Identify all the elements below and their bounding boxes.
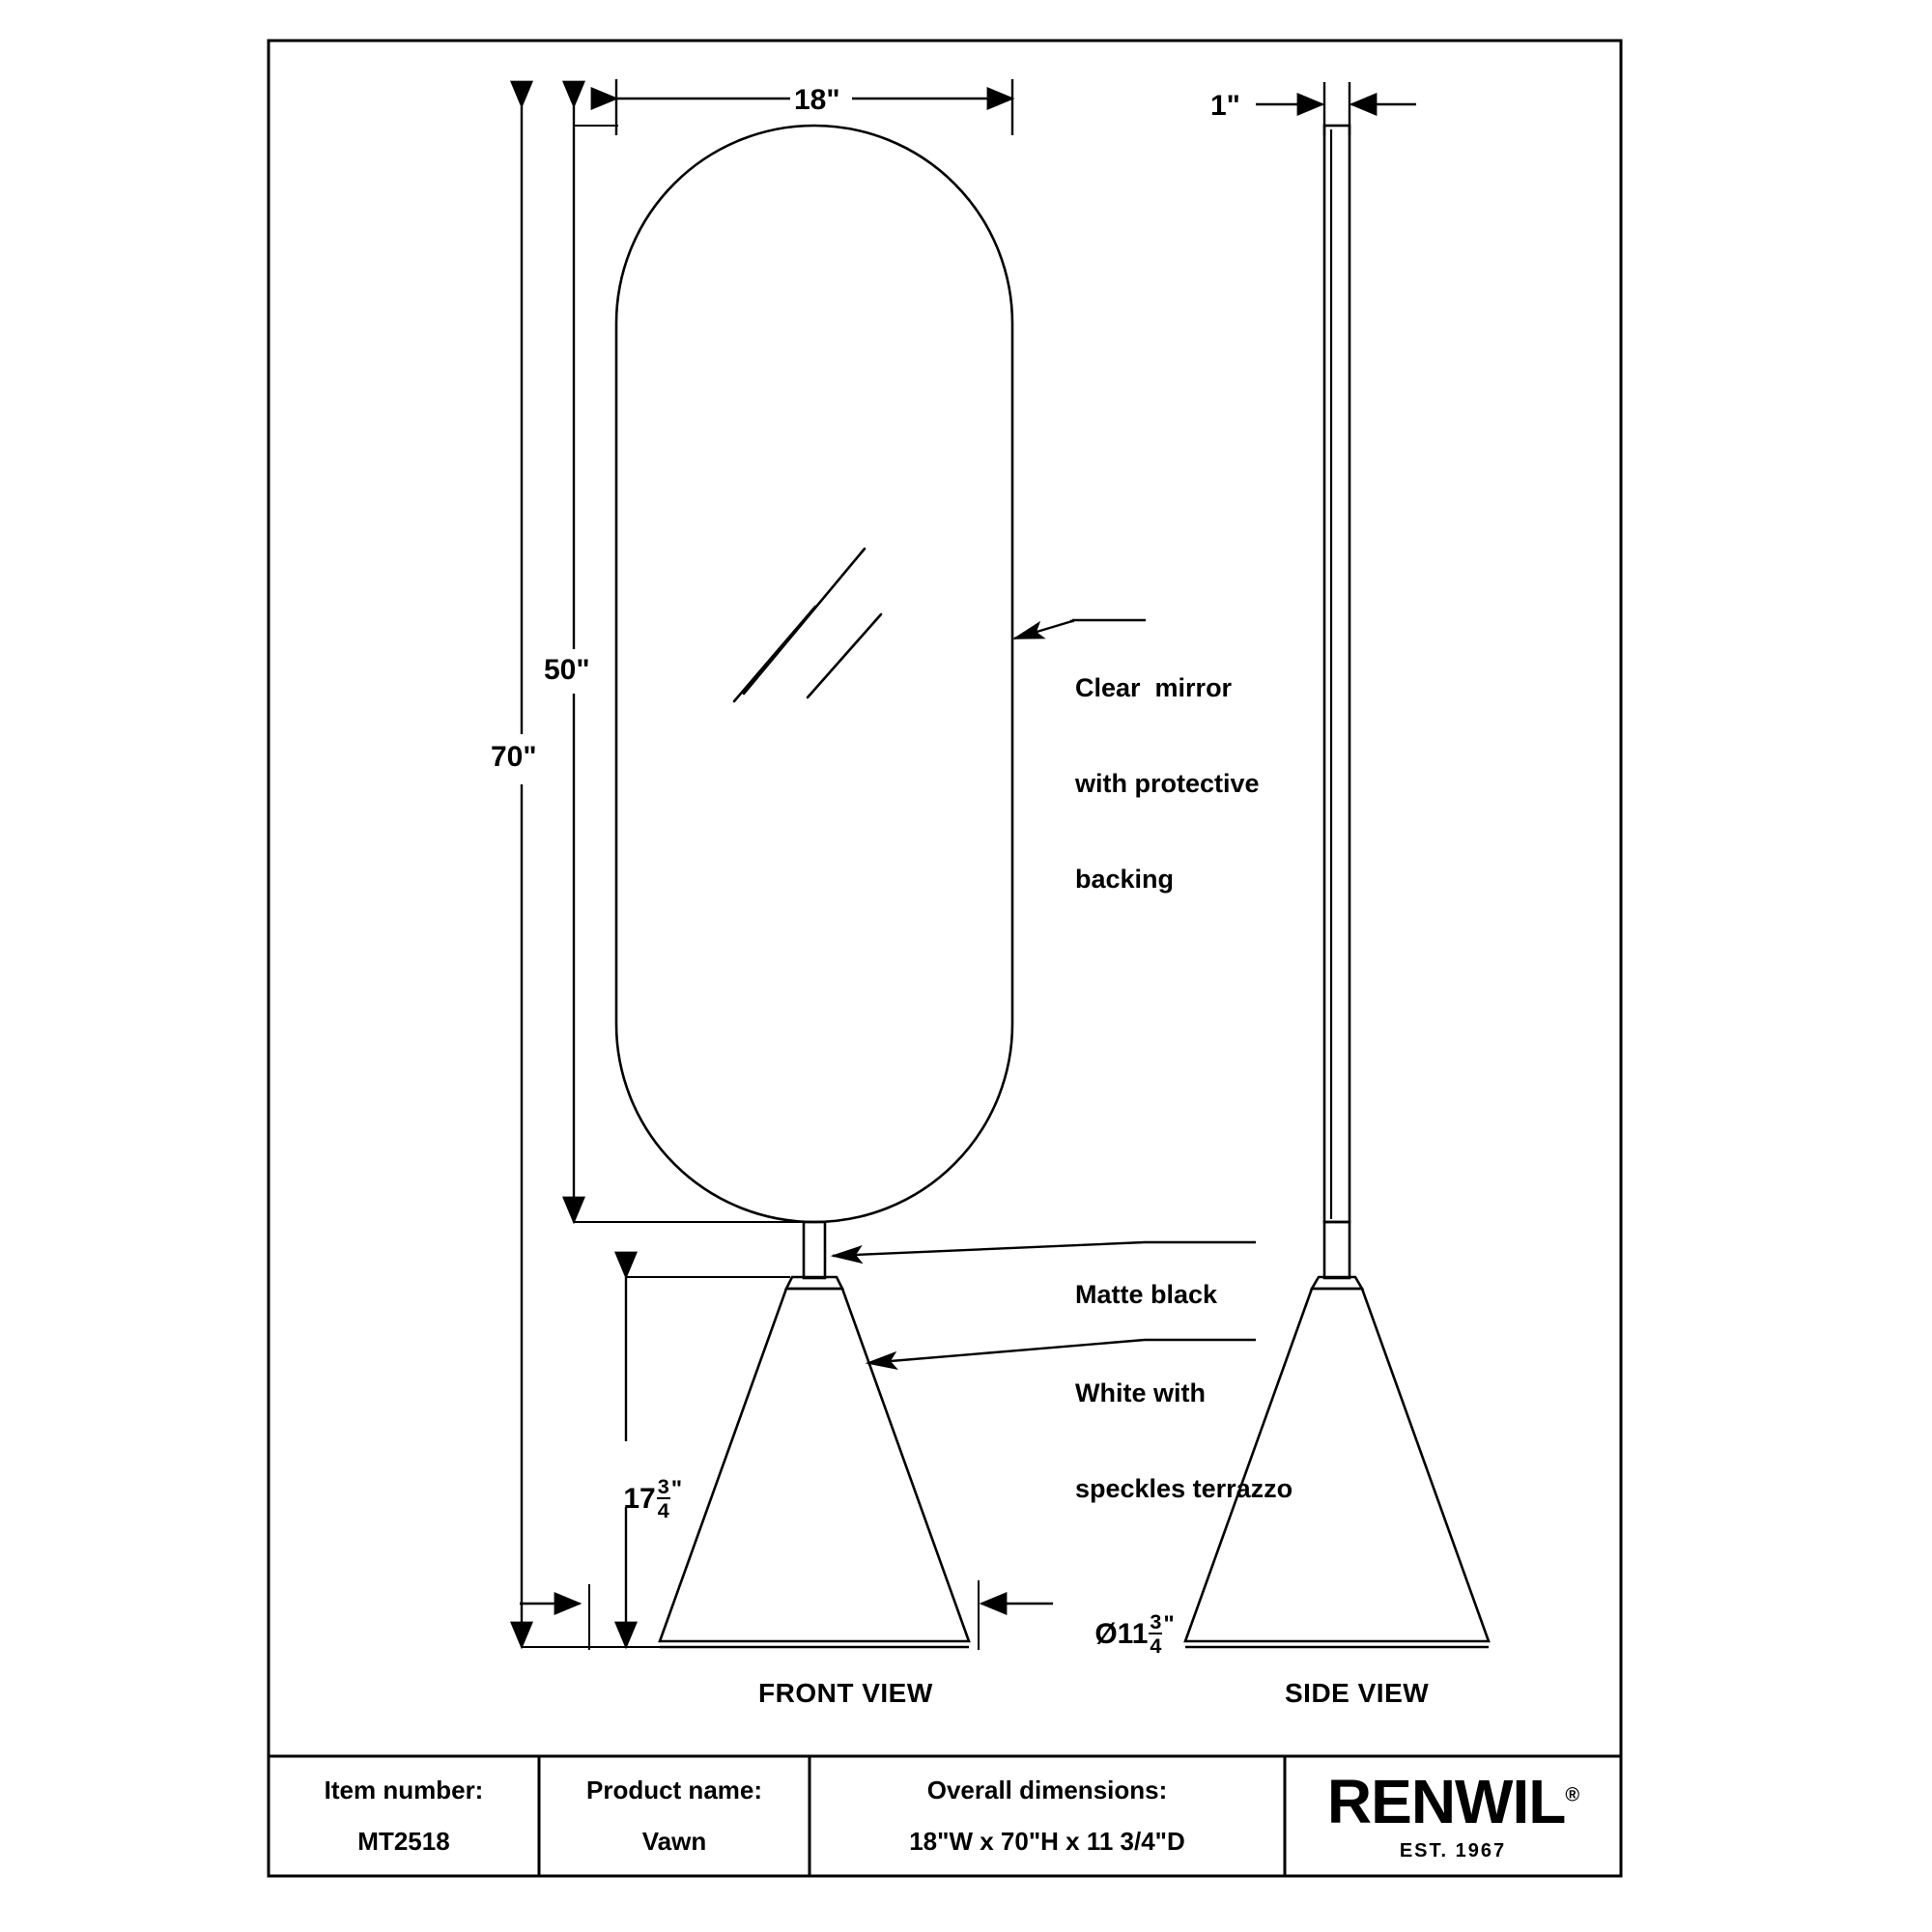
annotation-mirror-line-2: with protective — [1075, 768, 1260, 798]
brand-registered-icon: ® — [1565, 1784, 1579, 1806]
front-view-geometry — [614, 124, 1014, 1649]
overall-dimensions-label: Overall dimensions: — [926, 1776, 1168, 1804]
annotation-mirror-line-3: backing — [1075, 864, 1175, 894]
base-height-fraction: 3 4 — [656, 1473, 670, 1523]
dimension-height-70 — [510, 80, 663, 1650]
product-name-label: Product name: — [585, 1776, 763, 1804]
leader-base-note — [865, 1338, 1256, 1370]
dimension-label-width-18: 18" — [794, 84, 840, 116]
leader-mirror-note-shelf — [1070, 618, 1146, 623]
annotation-post-line-1: Matte black — [1075, 1279, 1218, 1309]
annotation-base-note: White with speckles terrazzo — [1075, 1314, 1293, 1569]
sheet-border — [267, 39, 1623, 1878]
title-block-overall-dimensions: Overall dimensions: 18"W x 70"H x 11 3/4… — [810, 1756, 1285, 1876]
annotation-post-note: Matte black — [1075, 1215, 1217, 1375]
dimension-depth-1 — [1256, 82, 1416, 135]
terrazzo-base — [658, 1287, 971, 1649]
base-height-whole: 17 — [623, 1482, 656, 1515]
annotation-mirror-line-1: Clear mirror — [1075, 672, 1233, 702]
side-view-label: SIDE VIEW — [1285, 1678, 1430, 1708]
brand-established: EST. 1967 — [1399, 1839, 1507, 1861]
annotation-mirror-note: Clear mirror with protective backing — [1075, 609, 1260, 958]
mirror-post — [802, 1220, 827, 1280]
front-view-label: FRONT VIEW — [758, 1678, 933, 1708]
title-block-product-name: Product name: Vawn — [539, 1756, 810, 1876]
brand-wordmark-text: RENWIL — [1326, 1766, 1566, 1836]
dimension-label-depth-1: 1" — [1210, 90, 1240, 122]
overall-dimensions-value: 18"W x 70"H x 11 3/4"D — [909, 1827, 1185, 1856]
dimension-label-height-50: 50" — [544, 654, 590, 686]
base-height-unit: " — [670, 1475, 683, 1502]
base-diameter-prefix: Ø11 — [1094, 1617, 1149, 1650]
dimension-base-height — [614, 1251, 790, 1650]
dimension-label-base-height: 17 3 4 " — [591, 1441, 682, 1557]
mirror-reflection-lines — [732, 547, 883, 703]
dimension-label-base-diameter: Ø11 3 4 " — [1063, 1577, 1175, 1692]
item-number-value: MT2518 — [357, 1827, 450, 1856]
dimension-height-50 — [562, 80, 816, 1225]
brand-wordmark: RENWIL® — [1327, 1771, 1579, 1833]
annotation-base-line-1: White with — [1075, 1378, 1206, 1407]
product-name-value: Vawn — [641, 1827, 707, 1856]
item-number-label: Item number: — [324, 1776, 484, 1804]
dimension-label-height-70: 70" — [491, 741, 537, 773]
annotation-base-line-2: speckles terrazzo — [1075, 1473, 1293, 1503]
title-block-brand-logo: RENWIL® EST. 1967 — [1285, 1756, 1621, 1876]
title-block-item-number: Item number: MT2518 — [269, 1756, 539, 1876]
side-view-geometry — [1183, 124, 1491, 1649]
base-diameter-fraction: 3 4 — [1149, 1608, 1163, 1659]
base-diameter-unit: " — [1163, 1610, 1175, 1637]
leader-post-note — [830, 1240, 1256, 1264]
leader-mirror-note — [1011, 619, 1074, 640]
mirror-outline — [614, 124, 1014, 1224]
dimension-base-diameter — [520, 1580, 1053, 1650]
